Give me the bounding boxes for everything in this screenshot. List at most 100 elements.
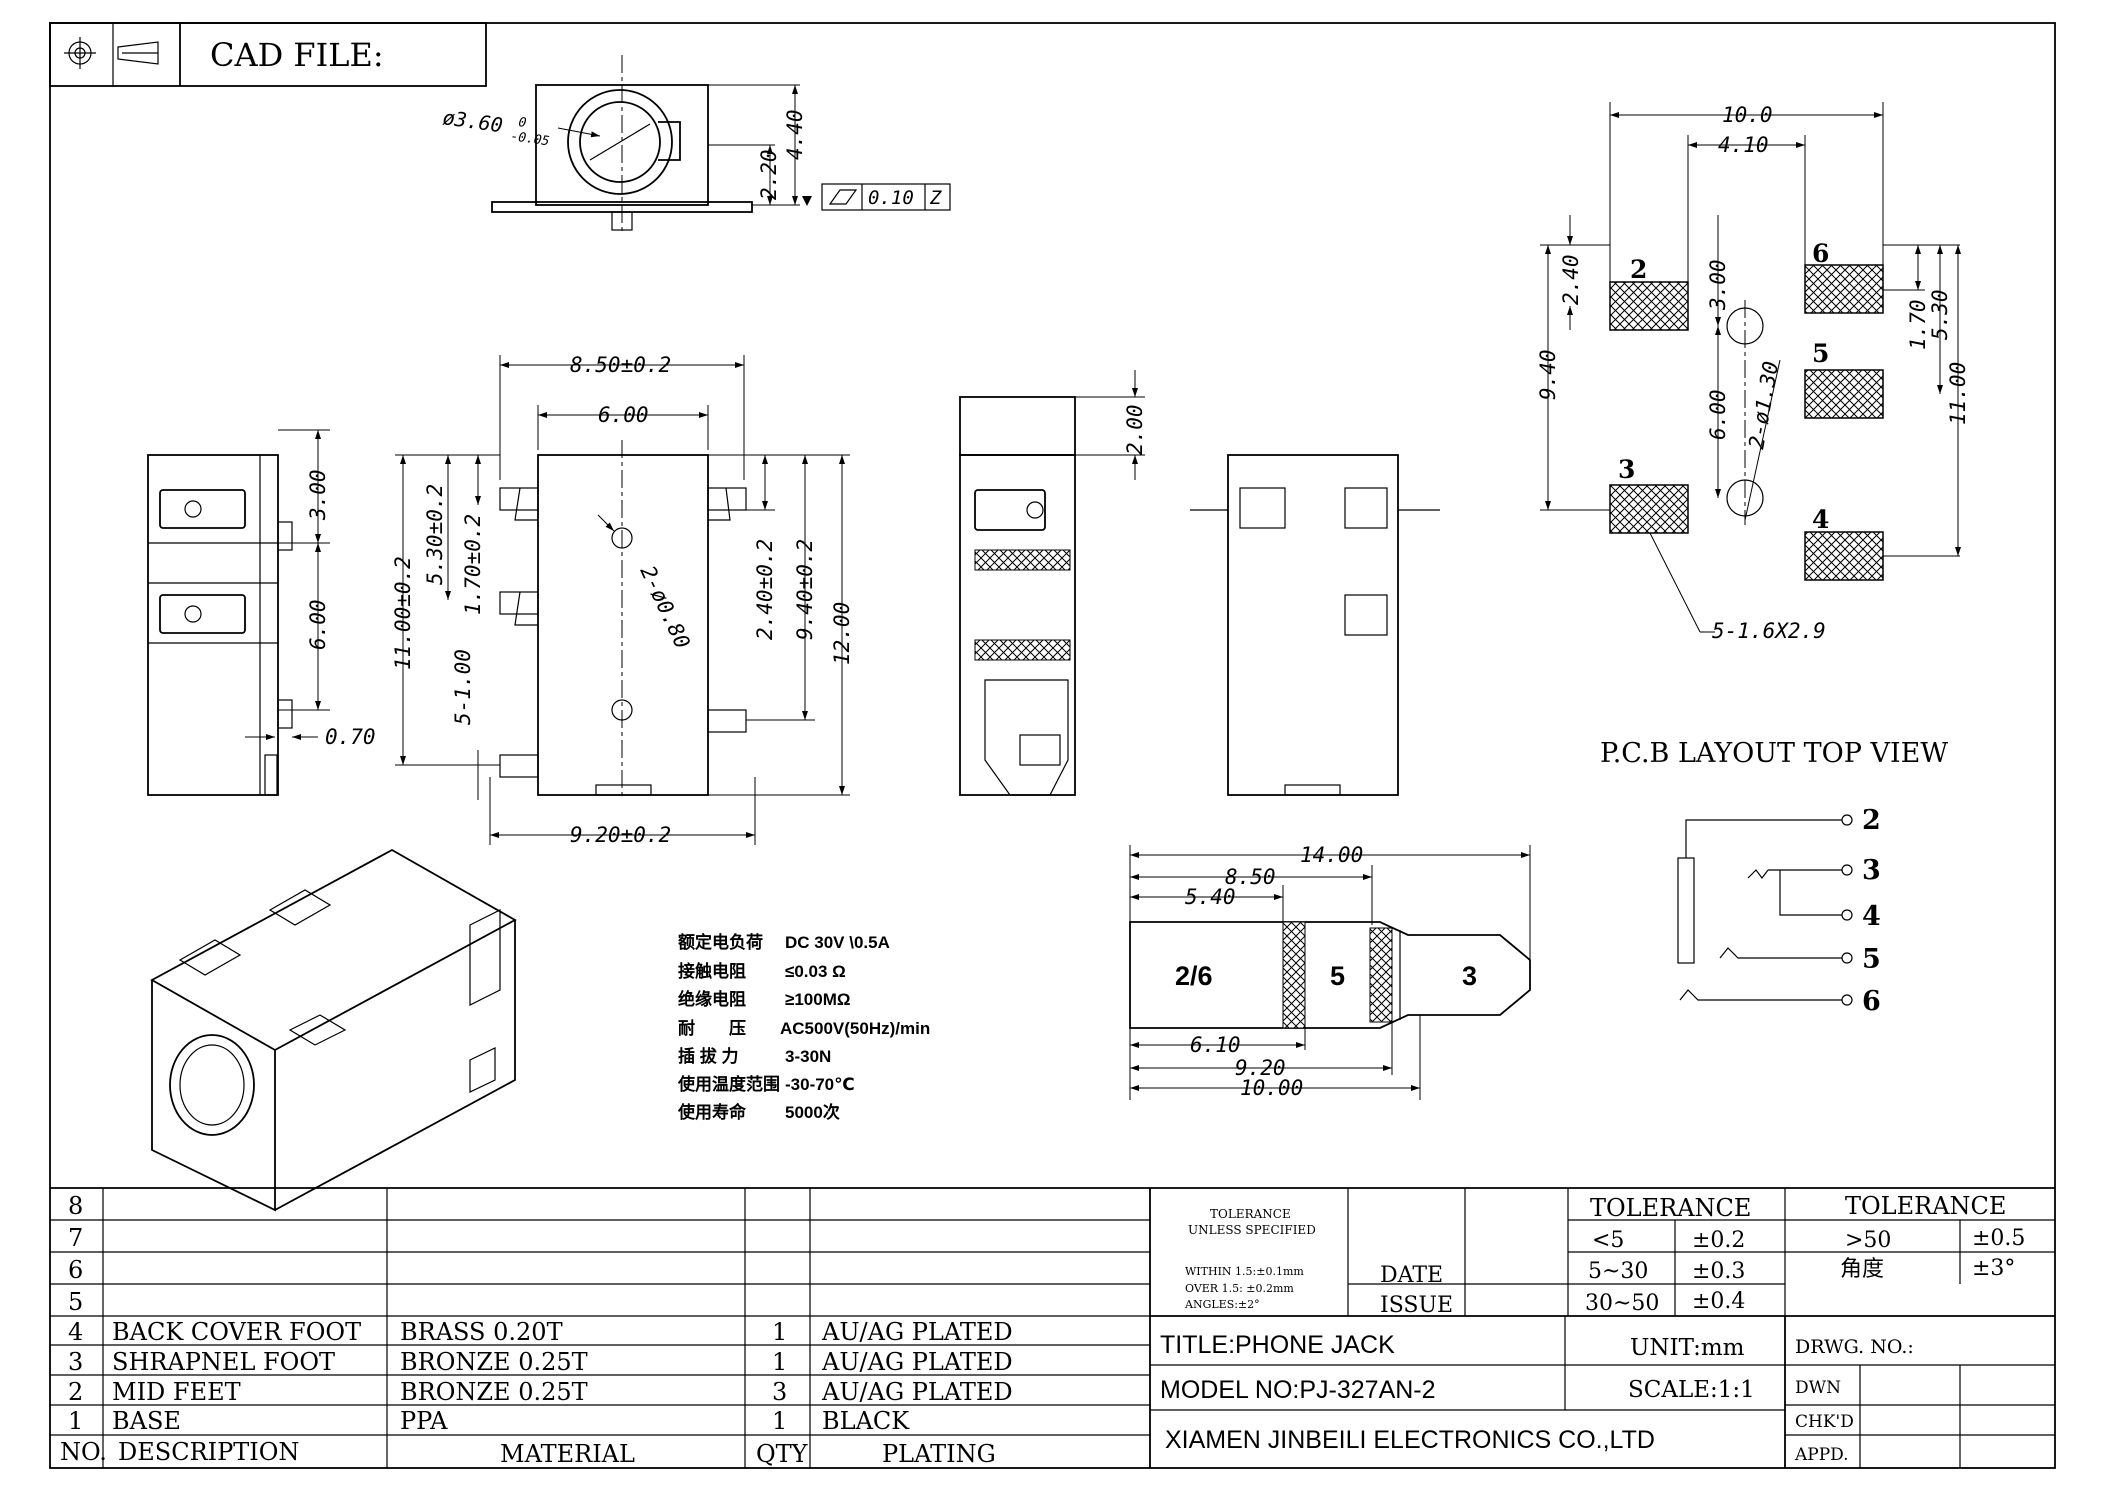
schematic-pin-3: 3 (1862, 855, 1881, 886)
spec-label: 使用寿命 (677, 1102, 747, 1122)
dim-front-100: 5-1.00 (451, 649, 475, 725)
dim-plug-1000: 10.00 (1240, 1076, 1303, 1100)
front-view: 2-ø0.80 8.50±0.2 6.00 11.00±0.2 5.30±0.2… (391, 353, 854, 847)
spec-value: ≥100MΩ (785, 990, 851, 1009)
bom-row-no: 7 (68, 1224, 83, 1252)
drawn-by-label: DWN (1795, 1378, 1841, 1398)
bom-row-material: PPA (400, 1407, 448, 1435)
dim-front-920: 9.20±0.2 (570, 823, 671, 847)
dim-plug-850: 8.50 (1225, 865, 1276, 889)
dim-front-1200: 12.00 (830, 602, 854, 665)
dim-pcb-100: 10.0 (1722, 103, 1773, 127)
checked-by-label: CHK'D (1795, 1412, 1854, 1432)
spec-value: -30-70℃ (785, 1075, 855, 1094)
tolerance-angles: ANGLES:±2° (1184, 1298, 1260, 1311)
pcb-pad-label-3: 3 (1618, 455, 1635, 484)
tolerance-within: WITHIN 1.5:±0.1mm (1185, 1265, 1304, 1278)
spec-value: DC 30V \0.5A (785, 933, 890, 952)
tolerance-head-1: TOLERANCE (1590, 1194, 1751, 1222)
bom-row-no: 2 (68, 1378, 83, 1406)
flatness-datum: Z (929, 187, 942, 209)
unit-label: UNIT:mm (1630, 1335, 1745, 1361)
dim-top-440: 4.40 (783, 109, 807, 160)
schematic-pin-4: 4 (1862, 901, 1881, 932)
dim-front-holes: 2-ø0.80 (635, 562, 694, 652)
tolerance-head-2: TOLERANCE (1845, 1192, 2006, 1220)
schematic: 2 3 4 5 6 (1677, 805, 1881, 1017)
tol-range: 5~30 (1588, 1259, 1648, 1284)
bom-row-no: 4 (68, 1318, 83, 1346)
dim-front-170: 1.70±0.2 (461, 514, 485, 615)
cad-file-label: CAD FILE: (210, 36, 384, 74)
plug-segment-3: 3 (1462, 961, 1477, 991)
bom-row-description: BACK COVER FOOT (112, 1318, 361, 1346)
bom-row-no: 5 (68, 1288, 83, 1316)
bom-header-qty: QTY (756, 1440, 809, 1468)
dim-pcb-940: 9.40 (1536, 349, 1560, 400)
angle-value: ±3° (1972, 1256, 2015, 1281)
dim-pcb-holes: 2-ø1.30 (1744, 360, 1783, 451)
dim-pcb-600: 6.00 (1706, 389, 1730, 440)
spec-value: AC500V(50Hz)/min (780, 1019, 930, 1038)
pcb-title: P.C.B LAYOUT TOP VIEW (1600, 738, 1948, 769)
pcb-pad-label-6: 6 (1812, 239, 1829, 268)
spec-list: 额定电负荷 DC 30V \0.5A 接触电阻 ≤0.03 Ω 绝缘电阻 ≥10… (677, 932, 930, 1122)
spec-label: 使用温度范围 (677, 1074, 780, 1094)
spec-label: 插 拔 力 (678, 1046, 738, 1066)
dim-front-850: 8.50±0.2 (570, 353, 671, 377)
bom-row-plating: AU/AG PLATED (821, 1348, 1013, 1376)
dim-side-200: 2.00 (1123, 404, 1147, 455)
bom-row-description: MID FEET (112, 1378, 241, 1406)
bom-row-no: 1 (68, 1407, 83, 1435)
bom-row-qty: 1 (772, 1407, 787, 1435)
dim-hole-tol: -0.05 (509, 129, 550, 149)
dim-front-1100: 11.00±0.2 (391, 556, 415, 670)
dim-hole-tol-upper: 0 (517, 115, 527, 131)
spec-value: 3-30N (785, 1047, 831, 1066)
tol-value: ±0.3 (1692, 1259, 1745, 1284)
tol-range: 30~50 (1585, 1291, 1659, 1316)
left-view: 3.00 6.00 0.70 (147, 429, 376, 796)
bom-row-no: 8 (68, 1192, 83, 1220)
side-view: 2.00 (959, 370, 1147, 796)
pcb-pad-label-4: 4 (1812, 505, 1829, 534)
drawing-title: TITLE:PHONE JACK (1160, 1331, 1395, 1359)
flatness-value: 0.10 (868, 187, 914, 209)
bom-row-qty: 1 (772, 1318, 787, 1346)
schematic-pin-5: 5 (1862, 944, 1881, 975)
bom-header-description: DESCRIPTION (118, 1438, 299, 1466)
spec-label: 耐 压 (678, 1018, 746, 1038)
pcb-pad-label-5: 5 (1812, 339, 1829, 368)
tolerance-over: OVER 1.5: ±0.2mm (1185, 1282, 1294, 1295)
pcb-pad-4 (1804, 531, 1884, 581)
bom-row-material: BRONZE 0.25T (400, 1348, 588, 1376)
schematic-pin-6: 6 (1862, 986, 1881, 1017)
isometric-view (150, 848, 517, 1212)
bom-row-qty: 3 (772, 1378, 787, 1406)
spec-label: 接触电阻 (678, 961, 746, 981)
spec-value: ≤0.03 Ω (785, 962, 846, 981)
title-block: TOLERANCE UNLESS SPECIFIED WITHIN 1.5:±0… (1150, 1188, 2055, 1468)
dim-left-070: 0.70 (325, 725, 376, 749)
pcb-pad-6 (1804, 264, 1884, 314)
dim-front-940: 9.40±0.2 (793, 539, 817, 640)
dim-plug-920: 9.20 (1235, 1056, 1286, 1080)
bom-row-no: 6 (68, 1256, 83, 1284)
dim-plug-540: 5.40 (1185, 885, 1236, 909)
dim-left-600: 6.00 (306, 599, 330, 650)
plug-segment-1: 2/6 (1175, 961, 1213, 991)
dim-plug-1400: 14.00 (1300, 843, 1363, 867)
rear-view (1190, 454, 1440, 796)
bom-row-description: BASE (112, 1407, 181, 1435)
first-angle-projection-icon (64, 37, 159, 69)
dim-pcb-530: 5.30 (1928, 289, 1952, 340)
bom-row-no: 3 (68, 1348, 83, 1376)
bom-row-plating: AU/AG PLATED (821, 1318, 1013, 1346)
pcb-pad-label-2: 2 (1630, 255, 1647, 284)
dim-hole-dia: ø3.60 (441, 105, 504, 137)
angle-label: 角度 (1840, 1257, 1884, 1282)
drawing-number-label: DRWG. NO.: (1795, 1336, 1914, 1358)
approved-by-label: APPD. (1794, 1445, 1849, 1465)
spec-label: 额定电负荷 (678, 932, 763, 952)
tol-gt50-value: ±0.5 (1972, 1226, 2025, 1251)
